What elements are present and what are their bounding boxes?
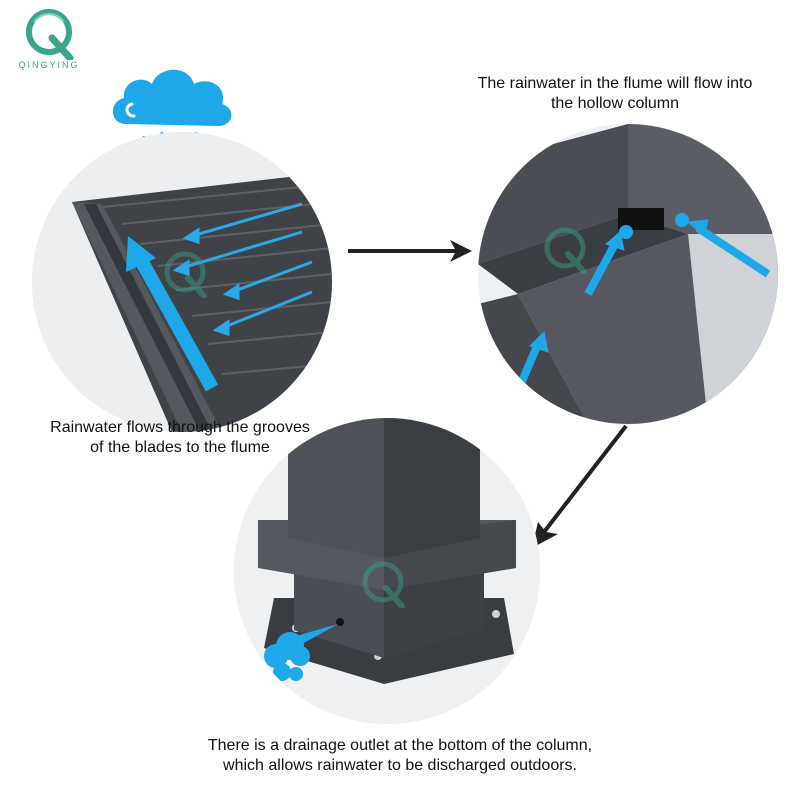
brand-logo: QINGYING — [12, 8, 86, 78]
watermark-logo — [150, 250, 220, 310]
step2-flume-corner-image — [478, 124, 778, 424]
step2-caption-line2: the hollow column — [550, 95, 680, 112]
flow-arrow-icon — [348, 240, 472, 262]
step1-caption: Rainwater flows through the grooves of t… — [10, 418, 350, 458]
step3-column-base-image — [234, 418, 540, 724]
watermark-logo — [348, 560, 418, 620]
step1-caption-line1: Rainwater flows through the grooves — [50, 419, 310, 436]
brand-name: QINGYING — [18, 60, 80, 70]
watermark-q-icon — [362, 561, 405, 609]
step3-caption-line2: which allows rainwater to be discharged … — [223, 757, 577, 774]
step1-caption-line2: of the blades to the flume — [90, 439, 270, 456]
watermark-q-icon — [164, 251, 207, 299]
step1-roof-blades-image — [32, 132, 332, 432]
water-splash-icon — [264, 624, 338, 681]
flow-arrow-icon — [532, 424, 628, 548]
step2-caption-line1: The rainwater in the flume will flow int… — [477, 75, 753, 92]
step2-caption: The rainwater in the flume will flow int… — [430, 74, 800, 114]
logo-q-icon — [26, 9, 74, 62]
watermark-logo — [530, 226, 600, 286]
step3-caption: There is a drainage outlet at the bottom… — [100, 736, 700, 776]
watermark-q-icon — [544, 227, 587, 275]
step3-caption-line1: There is a drainage outlet at the bottom… — [207, 737, 593, 754]
